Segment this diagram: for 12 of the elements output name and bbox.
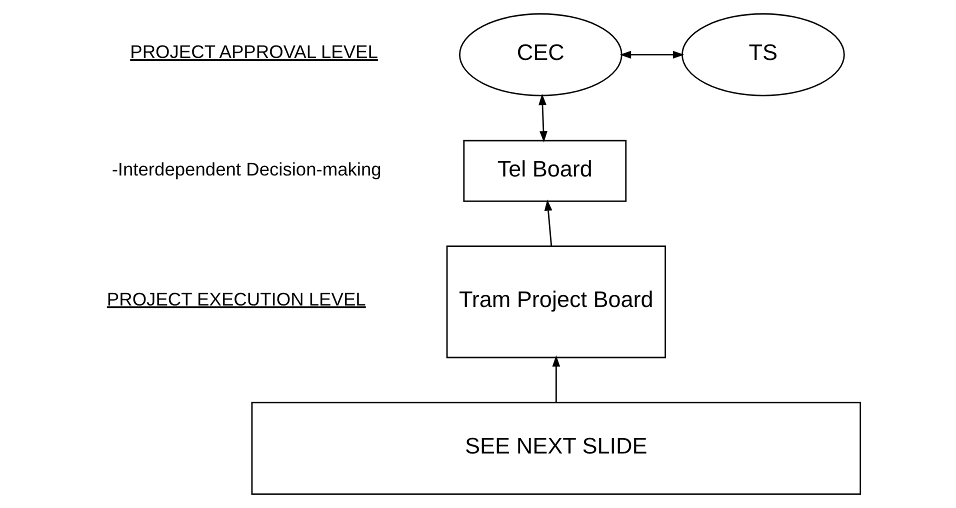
arrow (552, 355, 560, 402)
arrow (620, 50, 684, 59)
node-ellipse: TS (682, 13, 845, 96)
label: PROJECT APPROVAL LEVEL (130, 41, 378, 62)
label: -Interdependent Decision-making (112, 158, 382, 180)
node-box: SEE NEXT SLIDE (251, 402, 862, 495)
label: PROJECT EXECUTION LEVEL (106, 288, 366, 310)
arrow (538, 94, 548, 142)
node-box: Tram Project Board (446, 246, 666, 358)
node-box: Tel Board (463, 140, 627, 202)
node-ellipse: CEC (458, 13, 622, 96)
arrow (544, 199, 552, 246)
